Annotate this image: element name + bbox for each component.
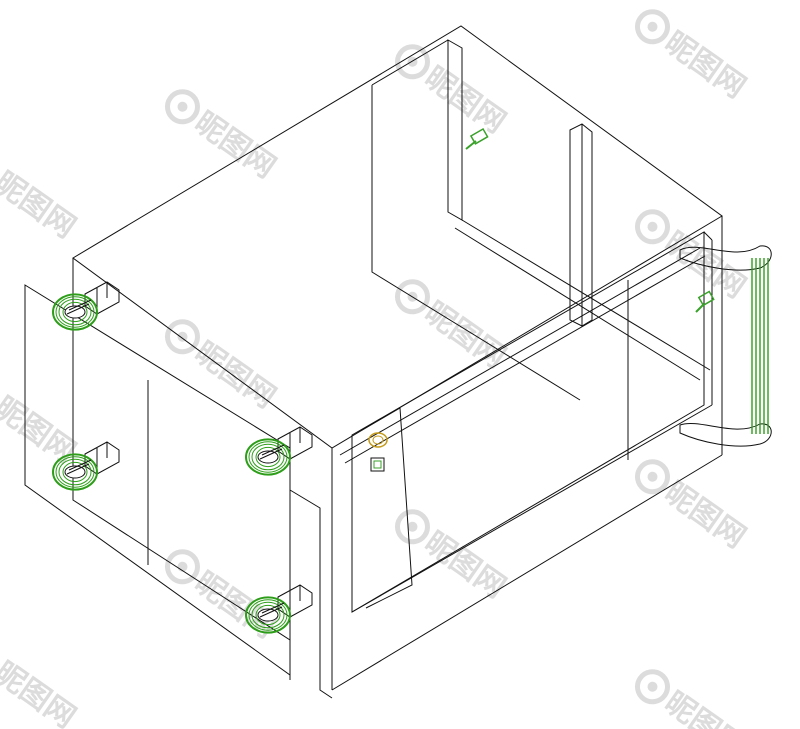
caster-ring [251,601,285,629]
nipic-logo-icon [394,509,430,545]
caster-group [52,281,313,634]
caster-wheel [52,441,120,491]
caster-ring [245,438,291,476]
interior-rear-rail [461,219,711,371]
cabinet-side-panel [24,284,291,676]
nipic-logo-icon [634,209,670,245]
caster-ring [251,443,285,471]
caster-ring [245,596,291,634]
caster-ring [248,599,288,631]
cabinet-bottom-edge [331,454,723,691]
caster-ring [58,298,92,326]
handle-bracket-bottom [679,423,772,447]
caster-ring [62,461,88,483]
nipic-logo-icon [164,319,200,355]
caster-ring [255,604,281,626]
caster-ring [55,456,95,488]
door-inner-frame [361,407,413,609]
door-mid-rail [339,247,701,456]
caster-ring [248,441,288,473]
caster-ring [255,446,281,468]
nipic-logo-icon [164,89,200,125]
nipic-logo-icon [634,669,670,705]
caster-wheel [52,281,120,331]
caster-ring [52,453,98,491]
caster-ring [52,293,98,331]
caster-wheel [245,584,313,634]
hardware-group [368,128,772,472]
knob-icon [465,128,489,150]
door-mid-rail-2 [344,255,706,464]
interior-top-rail [371,39,449,86]
cabinet-wireframe [24,25,723,699]
caster-ring [55,296,95,328]
caster-ring [62,301,88,323]
nipic-logo-icon [634,459,670,495]
caster-ring [58,458,92,486]
hinge-icon [368,432,388,448]
nipic-logo-icon [634,9,670,45]
latch-icon [370,457,385,472]
interior-rear-rail-2 [454,227,701,381]
door-frame [351,231,705,613]
door-lower-rail [351,404,713,613]
handle-bracket-top [679,245,772,271]
caster-wheel [245,426,313,476]
front-plinth [289,489,333,699]
knob-icon [695,290,715,313]
door-right-post-2 [703,231,713,241]
